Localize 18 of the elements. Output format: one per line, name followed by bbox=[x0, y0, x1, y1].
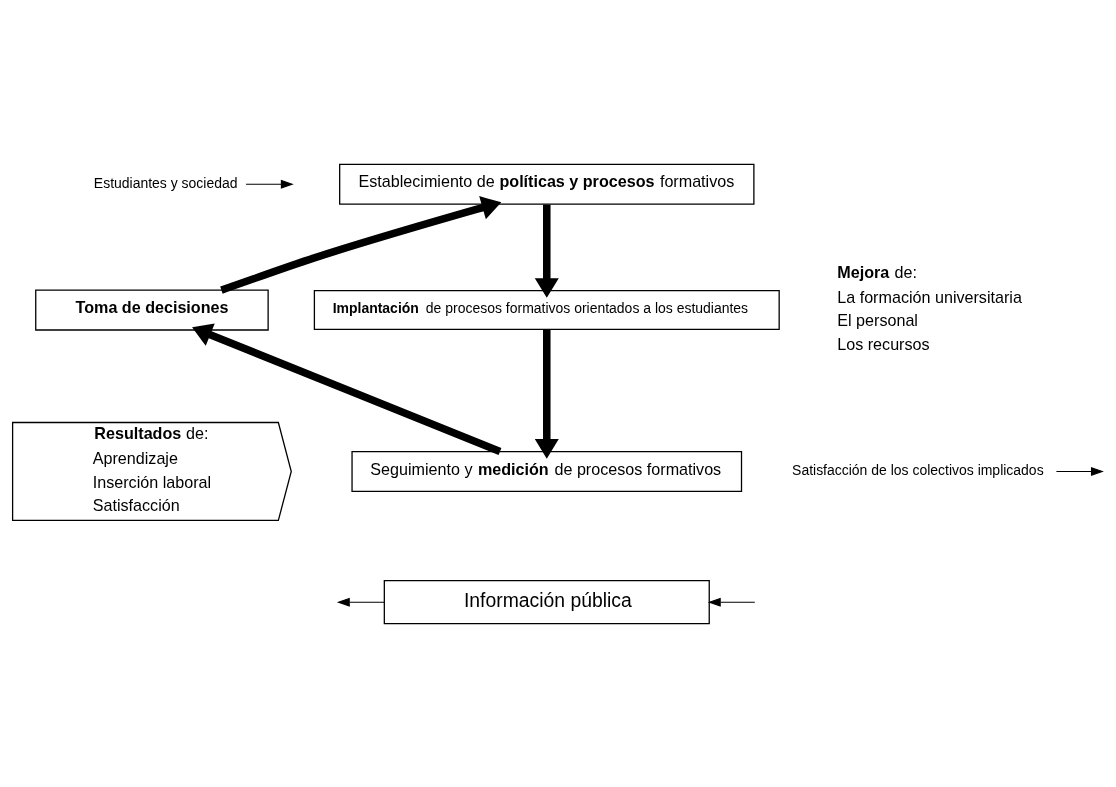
node-text: Estudiantes y sociedad bbox=[93, 174, 238, 191]
node-box: Implantación de procesos formativos orientados a los estudiantes bbox=[313, 289, 780, 330]
arrow bbox=[336, 597, 385, 607]
node-box: Establecimiento de políticas y procesos formativos bbox=[339, 163, 755, 205]
arrow bbox=[220, 195, 502, 294]
arrow bbox=[534, 329, 559, 459]
label: La formación universitaria bbox=[837, 287, 1022, 306]
arrow bbox=[707, 597, 756, 607]
node-text: Satisfacción de los colectivos implicados bbox=[792, 461, 1044, 478]
arrow bbox=[1055, 466, 1104, 476]
label: El personal bbox=[837, 310, 918, 329]
arrow bbox=[245, 179, 294, 189]
node-box: Seguimiento y medición de procesos formativos bbox=[351, 450, 743, 492]
arrow bbox=[192, 323, 502, 455]
label: Mejora de: bbox=[837, 262, 917, 281]
node-box: Información pública bbox=[383, 579, 710, 624]
label: Los recursos bbox=[837, 334, 930, 353]
node-box: Toma de decisiones bbox=[35, 289, 269, 331]
